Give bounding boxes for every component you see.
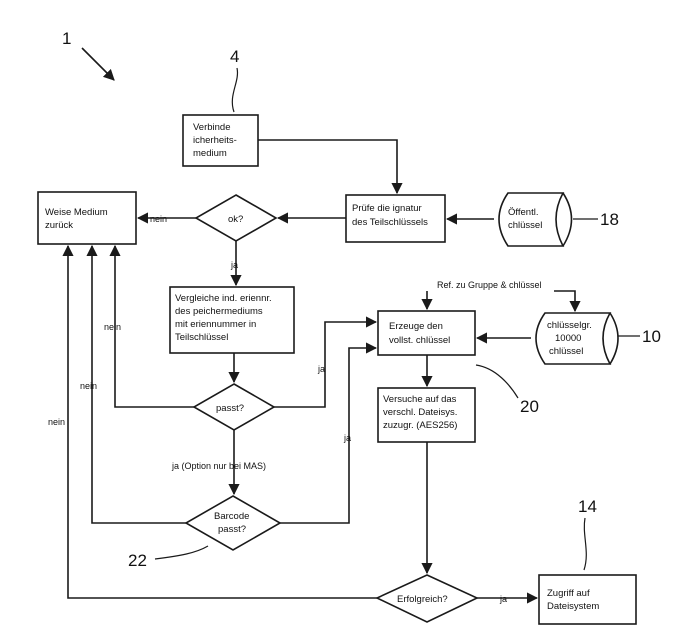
ref-numeral-20: 20 <box>520 397 539 416</box>
ref-numeral-14: 14 <box>578 497 597 516</box>
box-pruefe-text: Prüfe die ignatur des Teilschlüssels <box>352 203 428 228</box>
ref-numeral-1: 1 <box>62 29 71 48</box>
ref-22-leader <box>154 545 209 560</box>
ref-numeral-22: 22 <box>128 551 147 570</box>
ref-4-leader <box>231 67 239 113</box>
label-nein-erfolg: nein <box>48 417 65 427</box>
label-ja-option: ja (Option nur bei MAS) <box>171 461 266 471</box>
label-nein-ok: nein <box>150 214 167 224</box>
edge-erfolgreich-weise <box>62 244 377 599</box>
edge-ref-schluesselgruppe <box>554 290 581 313</box>
decision-erfolgreich-text: Erfolgreich? <box>397 594 448 605</box>
label-ja-passt: ja <box>317 364 325 374</box>
box-versuche <box>377 387 476 443</box>
store-oeffentl-curve <box>562 192 573 247</box>
edge-passt-erzeuge <box>274 316 378 408</box>
ref-numeral-18: 18 <box>600 210 619 229</box>
decision-barcode <box>184 495 282 551</box>
label-ref-gruppe: Ref. zu Gruppe & chlüssel <box>437 280 542 290</box>
decision-barcode-text: Barcode passt? <box>214 511 252 535</box>
box-pruefe <box>345 194 446 243</box>
label-nein-barcode: nein <box>80 381 97 391</box>
box-verbinde-text: Verbinde icherheits- medium <box>193 122 239 159</box>
edge-barcode-weise <box>86 244 186 524</box>
label-nein-passt: nein <box>104 322 121 332</box>
label-ja-ok: ja <box>230 260 238 270</box>
box-zugriff-text: Zugriff auf Dateisystem <box>547 588 599 612</box>
ref-1-arrow <box>81 47 115 81</box>
decision-ok-text: ok? <box>228 214 243 225</box>
box-weise-zurueck <box>37 191 137 245</box>
ref-numeral-4: 4 <box>230 47 239 66</box>
box-vergleiche <box>169 286 295 354</box>
label-ja-barcode: ja <box>343 433 351 443</box>
store-oeffentl-text: Öffentl. chlüssel <box>508 207 542 231</box>
edge-verbinde-pruefe <box>258 139 403 195</box>
edge-barcode-erzeuge <box>280 342 378 524</box>
box-erzeuge-text: Erzeuge den vollst. chlüssel <box>389 321 450 346</box>
ref-14-leader <box>583 517 587 571</box>
box-erzeuge <box>377 310 476 356</box>
box-zugriff <box>538 574 637 625</box>
box-versuche-text: Versuche auf das verschl. Dateisys. zuzu… <box>383 394 460 431</box>
box-vergleiche-text: Vergleiche ind. eriennr. des peichermedi… <box>175 293 274 343</box>
decision-passt-text: passt? <box>216 403 244 414</box>
decision-erfolgreich <box>375 574 479 623</box>
store-schluesselgruppe-text: chlüsselgr. 10000 chlüssel <box>547 320 595 357</box>
store-schluesselgruppe-curve <box>609 312 619 365</box>
ref-numeral-10: 10 <box>642 327 661 346</box>
label-ja-erfolg: ja <box>499 594 507 604</box>
edge-passt-weise <box>109 244 194 408</box>
box-weise-zurueck-text: Weise Medium zurück <box>45 207 110 231</box>
ref-20-leader <box>475 364 519 399</box>
